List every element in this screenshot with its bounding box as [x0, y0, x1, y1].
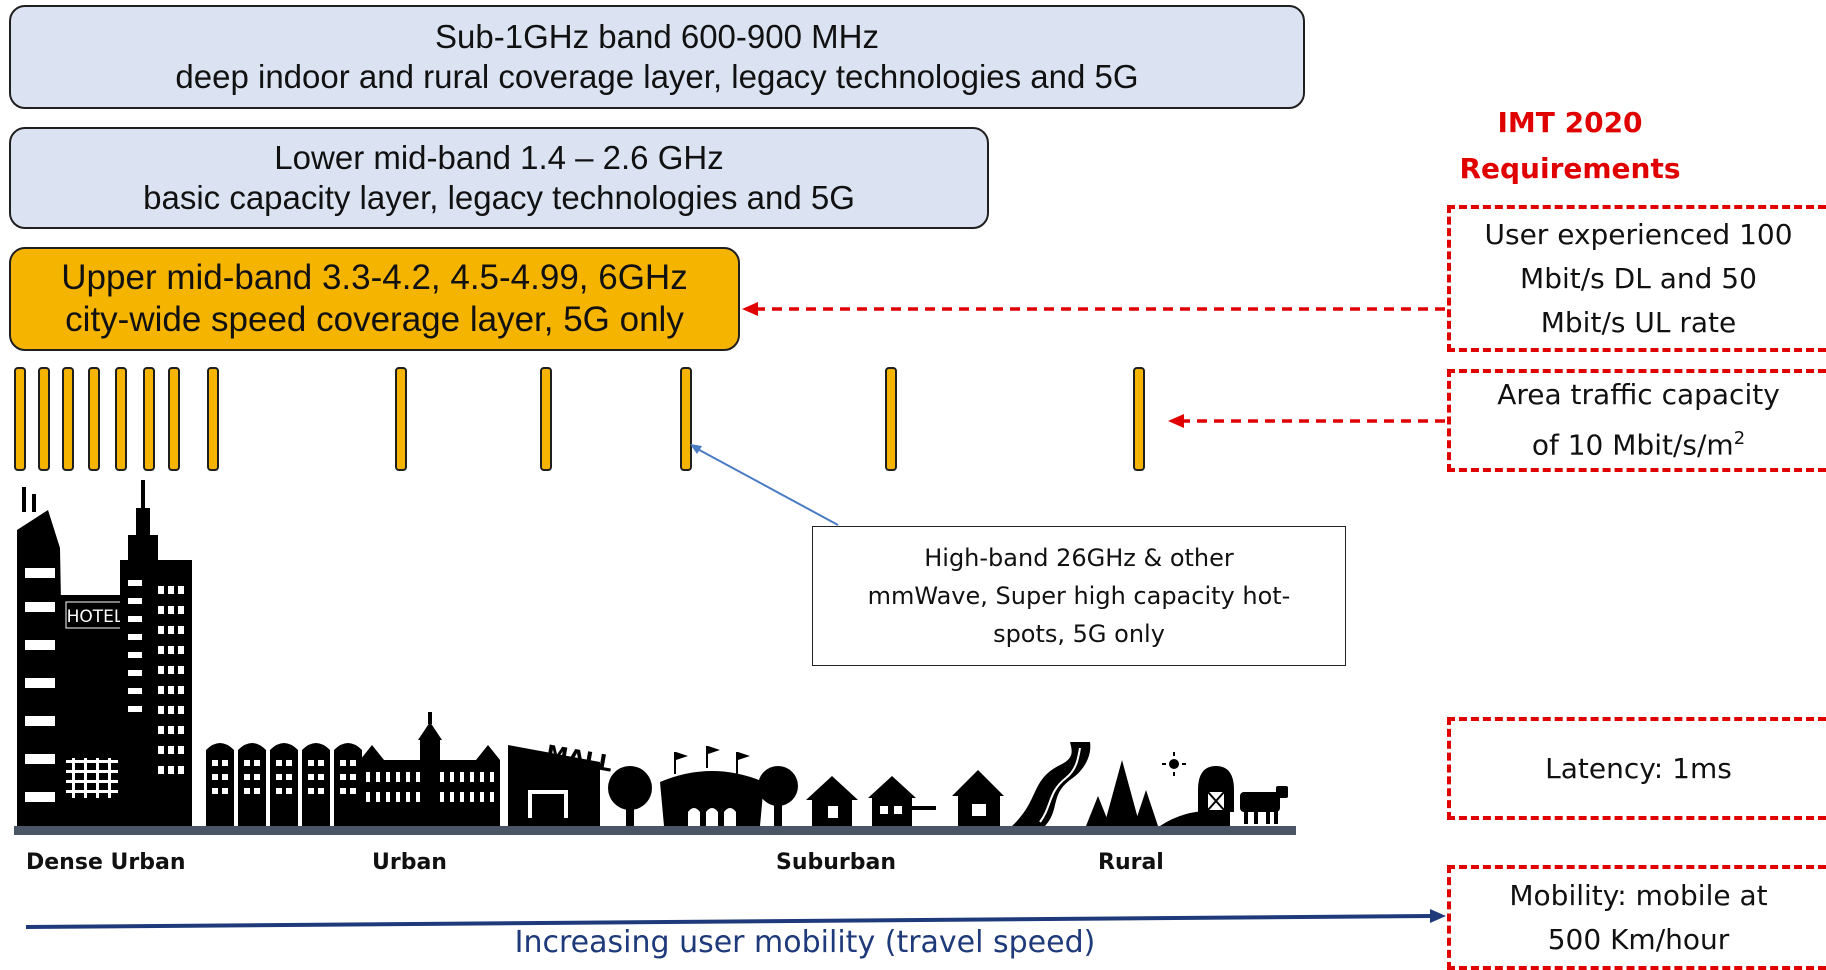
high-band-cell [207, 367, 219, 471]
high-band-cell [62, 367, 74, 471]
sub1ghz-band-description: deep indoor and rural coverage layer, le… [175, 58, 1139, 95]
area-label-rural: Rural [1098, 850, 1164, 875]
mobility-axis-arrow [25, 909, 1446, 929]
requirements-title: IMT 2020 Requirements [1445, 100, 1695, 192]
skyscraper-icon [17, 487, 65, 826]
hotel-sign: HOTEL [67, 607, 124, 627]
farm-barn-icon [1160, 752, 1234, 826]
road-icon [1012, 742, 1091, 826]
requirement-user-rate-line3: Mbit/s UL rate [1540, 305, 1737, 339]
requirement-area-capacity-line1: Area traffic capacity [1497, 378, 1780, 412]
sub1ghz-band-title: Sub-1GHz band 600-900 MHz [435, 18, 879, 55]
mobility-axis-label: Increasing user mobility (travel speed) [514, 925, 1096, 960]
area-label-dense-urban: Dense Urban [26, 850, 186, 875]
requirement-latency: Latency: 1ms [1447, 717, 1826, 820]
stadium-icon [660, 746, 764, 826]
high-band-callout: High-band 26GHz & other mmWave, Super hi… [812, 526, 1346, 666]
requirement-area-capacity: Area traffic capacity of 10 Mbit/s/m2 [1447, 369, 1826, 472]
requirement-mobility-line1: Mobility: mobile at [1509, 878, 1768, 912]
house-icon [952, 770, 1004, 826]
upper-mid-band-box: Upper mid-band 3.3-4.2, 4.5-4.99, 6GHz c… [9, 247, 740, 351]
requirement-area-capacity-value: of 10 Mbit/s/m [1531, 428, 1734, 462]
high-band-cell [88, 367, 100, 471]
upper-mid-band-description: city-wide speed coverage layer, 5G only [65, 300, 684, 339]
high-band-cell [168, 367, 180, 471]
requirement-area-capacity-line2: of 10 Mbit/s/m2 [1451, 417, 1826, 467]
sub1ghz-band-box: Sub-1GHz band 600-900 MHz deep indoor an… [9, 5, 1305, 109]
requirements-title-line2: Requirements [1459, 152, 1681, 185]
upper-mid-band-title: Upper mid-band 3.3-4.2, 4.5-4.99, 6GHz [61, 258, 688, 297]
user-rate-arrow [742, 302, 1445, 316]
hotel-building-icon: HOTEL [60, 595, 130, 826]
house-icon [806, 776, 858, 826]
tree-icon [758, 766, 798, 826]
requirement-user-rate-line1: User experienced 100 [1484, 217, 1793, 251]
high-band-cell [115, 367, 127, 471]
ground-line [14, 826, 1296, 835]
lower-mid-band-description: basic capacity layer, legacy technologie… [143, 179, 855, 216]
row-houses-icon [206, 743, 362, 826]
high-band-cell [885, 367, 897, 471]
callout-pointer-head [690, 444, 702, 454]
high-band-cell [540, 367, 552, 471]
requirement-mobility: Mobility: mobile at 500 Km/hour [1447, 865, 1826, 970]
requirement-user-rate: User experienced 100 Mbit/s DL and 50 Mb… [1447, 205, 1826, 352]
area-capacity-arrow [1168, 414, 1445, 428]
requirement-mobility-line2: 500 Km/hour [1547, 922, 1730, 956]
high-band-cell [395, 367, 407, 471]
spire-tower-icon [120, 480, 192, 826]
house-icon [868, 776, 936, 826]
requirement-user-rate-line2: Mbit/s DL and 50 [1520, 261, 1757, 295]
pine-trees-icon [1086, 760, 1158, 826]
lower-mid-band-title: Lower mid-band 1.4 – 2.6 GHz [274, 139, 724, 176]
high-band-cell [14, 367, 26, 471]
high-band-callout-line3: spots, 5G only [993, 620, 1165, 648]
requirement-area-capacity-superscript: 2 [1733, 428, 1746, 450]
cow-icon [1240, 786, 1288, 824]
high-band-cell [38, 367, 50, 471]
high-band-cell [680, 367, 692, 471]
high-band-callout-line1: High-band 26GHz & other [924, 544, 1234, 572]
lower-mid-band-box: Lower mid-band 1.4 – 2.6 GHz basic capac… [9, 127, 989, 229]
requirements-title-line1: IMT 2020 [1497, 106, 1643, 139]
high-band-cell [143, 367, 155, 471]
callout-pointer [691, 445, 839, 526]
tree-icon [608, 766, 652, 826]
high-band-callout-line2: mmWave, Super high capacity hot- [867, 582, 1291, 610]
high-band-cell [1133, 367, 1145, 471]
requirement-latency-text: Latency: 1ms [1545, 751, 1732, 785]
mall-building-icon: MALL [508, 741, 614, 826]
area-label-urban: Urban [372, 850, 447, 875]
area-label-suburban: Suburban [776, 850, 897, 875]
civic-building-icon [360, 712, 500, 826]
